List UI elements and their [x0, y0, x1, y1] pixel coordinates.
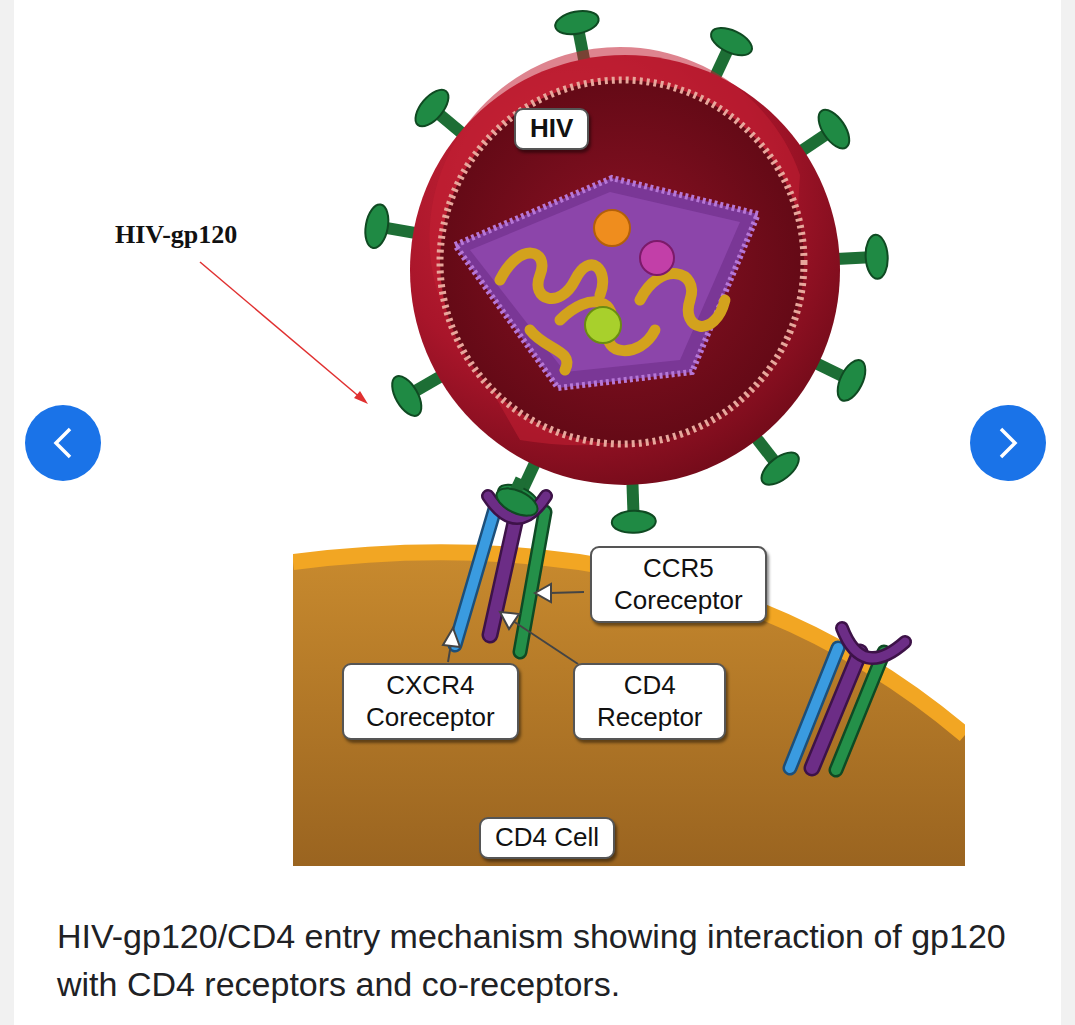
leader-arrows [200, 262, 584, 664]
capsid [455, 178, 758, 388]
coreceptor-box: CCR5 Coreceptor [590, 546, 767, 623]
cell-label-box: CD4 Cell [479, 817, 615, 859]
virus-interior [440, 80, 804, 444]
arrowhead [443, 628, 460, 647]
gp120-spikes [362, 8, 889, 534]
chevron-icon [1001, 429, 1015, 457]
gp120-spike [492, 483, 541, 522]
arrowhead [535, 584, 551, 602]
receptor-complex [455, 496, 546, 652]
box-text: CD4 Cell [495, 822, 599, 854]
page-edge [1061, 0, 1075, 1025]
receptor-box: CD4 Receptor [573, 663, 726, 740]
cell-cytoplasm [293, 552, 965, 866]
figure-caption: HIV-gp120/CD4 entry mechanism showing in… [57, 912, 1037, 1009]
box-text: HIV [530, 113, 573, 145]
page-edge [0, 0, 14, 1025]
box-text: CXCR4 Coreceptor [366, 670, 495, 733]
arrowhead [354, 391, 368, 404]
leader-line [513, 621, 578, 664]
receptor-complex [790, 628, 905, 770]
arrowhead [500, 612, 519, 629]
coreceptor-box: CXCR4 Coreceptor [342, 663, 519, 740]
part-label: HIV-gp120 [115, 220, 237, 250]
rna-strands [500, 253, 725, 370]
chevron-icon [56, 429, 70, 457]
next-button [970, 405, 1046, 481]
enzyme-ball [640, 241, 674, 275]
enzyme-ball [585, 307, 621, 343]
capsid-core [470, 192, 740, 372]
virus-label-box: HIV [514, 108, 589, 150]
leader-line [550, 592, 584, 593]
lipid-membrane [440, 80, 804, 444]
leader-line [200, 262, 362, 399]
box-text: CD4 Receptor [597, 670, 702, 733]
prev-button [25, 405, 101, 481]
cell-body [293, 552, 965, 866]
box-text: CCR5 Coreceptor [614, 553, 743, 616]
enzyme-ball [594, 210, 630, 246]
